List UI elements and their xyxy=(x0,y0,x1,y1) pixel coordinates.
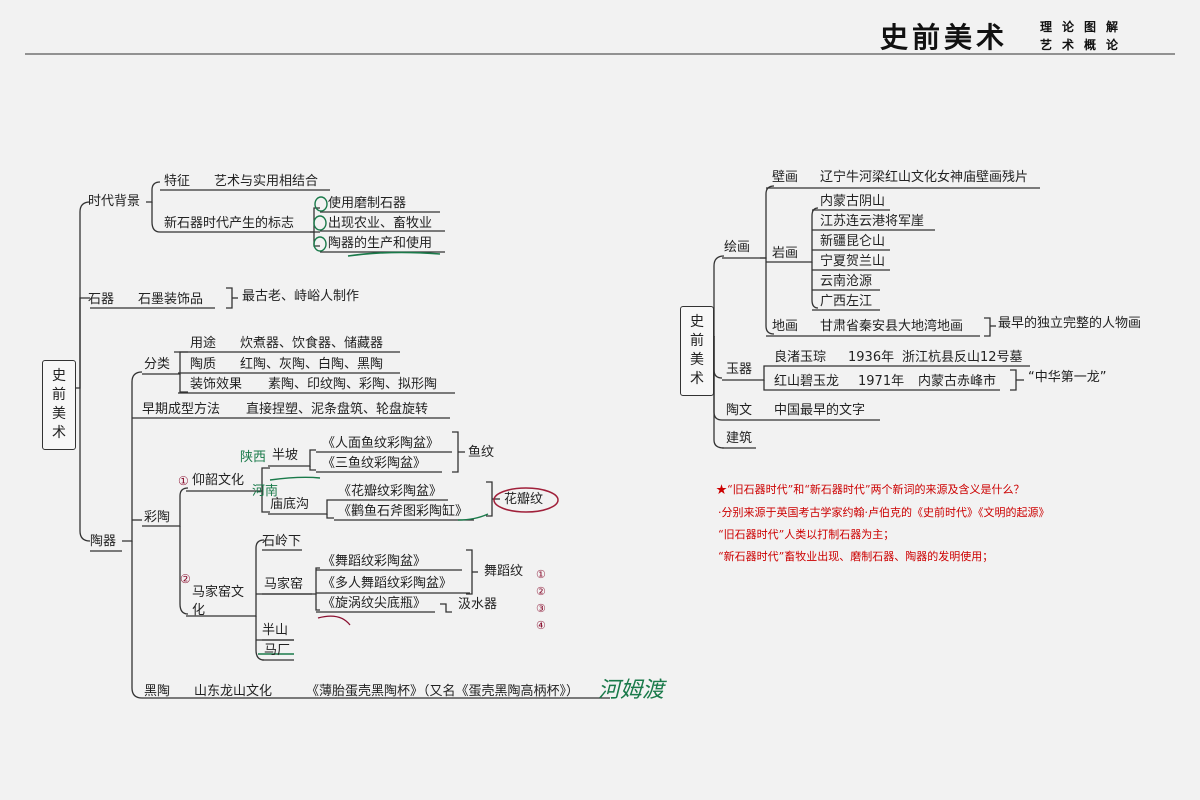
node-liangzhu-place: 浙江杭县反山12号墓 xyxy=(902,350,1023,365)
header-subtitle-1: 理论图解 xyxy=(1040,20,1129,34)
node-architecture: 建筑 xyxy=(726,431,753,446)
node-sanyu: 《三鱼纹彩陶盆》 xyxy=(322,456,427,471)
handwritten-shaanxi: 陕西 xyxy=(240,450,267,465)
note-line-2: “旧石器时代”人类以打制石器为主； xyxy=(718,528,895,541)
rock-item-2: 江苏连云港将军崖 xyxy=(820,214,925,229)
note-line-1: ·分别来源于英国考古学家约翰·卢伯克的《史前时代》《文明的起源》 xyxy=(718,506,1050,519)
note-question: ★“旧石器时代”和“新石器时代”两个新词的来源及含义是什么？ xyxy=(716,483,1025,496)
node-machang: 马厂 xyxy=(264,643,291,658)
node-mural-text: 辽宁牛河梁红山文化女神庙壁画残片 xyxy=(820,170,1029,185)
node-painting: 绘画 xyxy=(724,240,751,255)
header-subtitle-2: 艺术概论 xyxy=(1040,38,1129,52)
node-fish-pattern: 鱼纹 xyxy=(468,445,495,460)
node-flower-pattern: 花瓣纹 xyxy=(504,492,544,507)
rock-item-6: 广西左江 xyxy=(820,294,873,309)
node-neolithic-sign: 新石器时代产生的标志 xyxy=(164,216,295,231)
node-liangzhu: 良渚玉琮 xyxy=(774,350,827,365)
node-huaban: 《花瓣纹彩陶盆》 xyxy=(338,484,443,499)
node-dragon-note: “中华第一龙” xyxy=(1028,370,1107,385)
node-longshan: 山东龙山文化 xyxy=(194,684,273,699)
node-ground-painting: 地画 xyxy=(772,319,799,334)
node-banshan: 半山 xyxy=(262,623,289,638)
node-sign-1: 使用磨制石器 xyxy=(328,196,407,211)
header-title: 史前美术 xyxy=(880,21,1009,54)
node-jade: 玉器 xyxy=(726,362,753,377)
node-use-text: 炊煮器、饮食器、储藏器 xyxy=(240,336,384,351)
node-majiayao: 马家窑 xyxy=(264,577,304,592)
note-line-3: “新石器时代”畜牧业出现、磨制石器、陶器的发明使用； xyxy=(718,550,994,563)
node-xuanwo: 《旋涡纹尖底瓶》 xyxy=(322,596,427,611)
node-sign-3: 陶器的生产和使用 xyxy=(328,236,433,251)
node-use: 用途 xyxy=(190,336,217,351)
node-material: 陶质 xyxy=(190,357,217,372)
node-material-text: 红陶、灰陶、白陶、黑陶 xyxy=(240,357,384,372)
rock-item-4: 宁夏贺兰山 xyxy=(820,254,886,269)
node-sign-2: 出现农业、畜牧业 xyxy=(328,216,433,231)
node-decor: 装饰效果 xyxy=(190,377,243,392)
node-pottery-script-text: 中国最早的文字 xyxy=(774,403,866,418)
node-dance-pattern: 舞蹈纹 xyxy=(484,564,524,579)
node-miaodigou: 庙底沟 xyxy=(270,497,310,512)
node-pottery-script: 陶文 xyxy=(726,403,753,418)
node-black-pottery: 黑陶 xyxy=(144,684,171,699)
rock-item-3: 新疆昆仑山 xyxy=(820,234,886,249)
node-liangzhu-year: 1936年 xyxy=(848,350,895,365)
handwritten-mark-1: ① xyxy=(178,474,189,488)
left-root-node: 史前美术 xyxy=(42,360,76,450)
node-painted: 彩陶 xyxy=(144,510,171,525)
handwritten-henan: 河南 xyxy=(252,484,279,499)
node-feature-text: 艺术与实用相结合 xyxy=(214,174,319,189)
node-hongshan: 红山碧玉龙 xyxy=(774,374,840,389)
node-black-text: 《薄胎蛋壳黑陶杯》（又名《蛋壳黑陶高柄杯》） xyxy=(306,684,580,699)
rock-item-5: 云南沧源 xyxy=(820,274,873,289)
node-ground-note: 最早的独立完整的人物画 xyxy=(998,316,1142,331)
node-duoren: 《多人舞蹈纹彩陶盆》 xyxy=(322,576,453,591)
node-classify: 分类 xyxy=(144,357,171,372)
node-hongshan-year: 1971年 xyxy=(858,374,905,389)
node-method-text: 直接捏塑、泥条盘筑、轮盘旋转 xyxy=(246,402,429,417)
node-wudao: 《舞蹈纹彩陶盆》 xyxy=(322,554,427,569)
node-majiayao-culture: 马家窑文化 xyxy=(192,585,245,618)
rock-item-1: 内蒙古阴山 xyxy=(820,194,886,209)
node-hongshan-place: 内蒙古赤峰市 xyxy=(918,374,997,389)
node-yangshao: 仰韶文化 xyxy=(192,473,245,488)
node-shilingxia: 石岭下 xyxy=(262,534,302,549)
node-water-vessel: 汲水器 xyxy=(458,597,498,612)
node-stone-ornament: 石墨装饰品 xyxy=(138,292,204,307)
node-decor-text: 素陶、印纹陶、彩陶、拟形陶 xyxy=(268,377,438,392)
node-stone: 石器 xyxy=(88,292,115,307)
handwritten-hemudu: 河姆渡 xyxy=(598,678,665,703)
handwritten-mark-2: ② xyxy=(180,572,191,586)
node-pottery: 陶器 xyxy=(90,534,117,549)
node-feature: 特征 xyxy=(164,174,191,189)
node-rock-art: 岩画 xyxy=(772,246,799,261)
node-guanyu: 《鹳鱼石斧图彩陶缸》 xyxy=(338,504,469,519)
node-renmianyu: 《人面鱼纹彩陶盆》 xyxy=(322,436,440,451)
right-root-node: 史前美术 xyxy=(680,306,714,396)
node-era: 时代背景 xyxy=(88,194,141,209)
node-banpo: 半坡 xyxy=(272,448,299,463)
node-method: 早期成型方法 xyxy=(142,402,221,417)
node-ground-text: 甘肃省秦安县大地湾地画 xyxy=(820,319,964,334)
node-stone-note: 最古老、峙峪人制作 xyxy=(242,289,360,304)
node-mural: 壁画 xyxy=(772,170,799,185)
